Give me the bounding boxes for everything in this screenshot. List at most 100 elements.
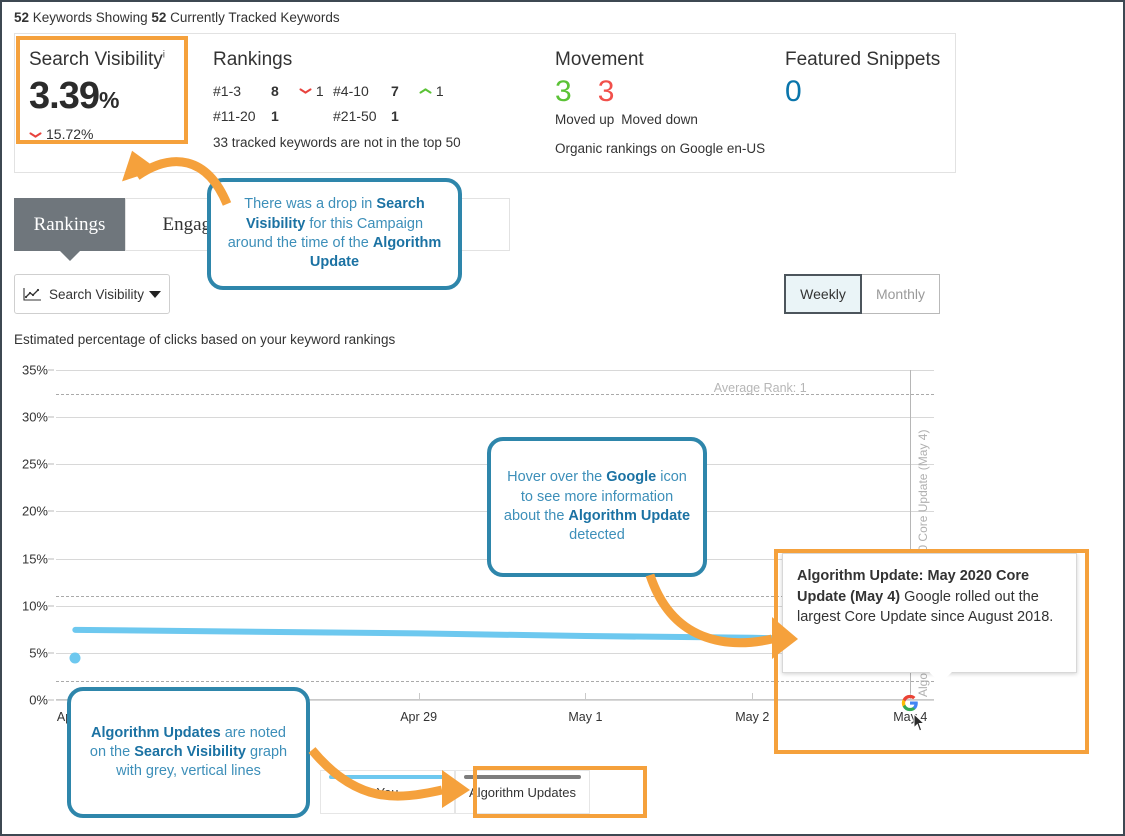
callout-text: There was a drop in bbox=[244, 196, 377, 213]
google-icon[interactable] bbox=[902, 695, 919, 712]
y-tick bbox=[48, 463, 54, 465]
gridline bbox=[56, 652, 934, 654]
y-tick bbox=[48, 369, 54, 371]
y-axis-label: 5% bbox=[29, 645, 48, 661]
active-tab-caret-icon bbox=[58, 250, 81, 261]
callout-text-bold: Algorithm Update bbox=[568, 508, 691, 524]
interval-toggle: Weekly Monthly bbox=[784, 274, 940, 314]
x-tick bbox=[752, 693, 754, 700]
moved-down-label: Moved down bbox=[621, 112, 698, 127]
callout-search-visibility-drop: There was a drop in Search Visibility fo… bbox=[207, 178, 462, 290]
callout-hover-google-icon: Hover over the Google icon to see more i… bbox=[487, 437, 707, 577]
chart-caption: Estimated percentage of clicks based on … bbox=[14, 332, 396, 347]
legend-label-you: You bbox=[376, 784, 399, 800]
x-tick bbox=[418, 693, 420, 700]
legend-item-algorithm-updates[interactable]: Algorithm Updates bbox=[455, 770, 590, 814]
gridline bbox=[56, 417, 934, 419]
table-row: #11-20 1 #21-50 1 bbox=[213, 103, 453, 128]
tab-rankings[interactable]: Rankings bbox=[14, 198, 125, 261]
y-axis-label: 35% bbox=[21, 362, 48, 378]
legend-item-you[interactable]: You bbox=[320, 770, 455, 814]
y-axis-label: 10% bbox=[21, 598, 48, 614]
rankings-card: Rankings #1-3 8 1 #4-10 7 1 #11-20 1 #21… bbox=[201, 34, 543, 150]
rank-bucket-label: #21-50 bbox=[333, 107, 377, 124]
chevron-down-icon bbox=[149, 290, 161, 298]
legend-label-algorithm-updates: Algorithm Updates bbox=[469, 784, 576, 800]
callout-algorithm-updates-lines: Algorithm Updates are noted on the Searc… bbox=[67, 687, 310, 818]
y-tick bbox=[48, 416, 54, 418]
mouse-cursor-icon bbox=[913, 713, 926, 732]
series-start-point bbox=[69, 652, 81, 664]
y-axis-label: 30% bbox=[21, 409, 48, 425]
summary-panel: Search Visibilityi 3.39% 15.72% Rankings… bbox=[14, 33, 956, 173]
y-axis-label: 15% bbox=[21, 551, 48, 567]
y-tick bbox=[48, 605, 54, 607]
rank-bucket-change bbox=[299, 103, 333, 128]
search-visibility-unit: % bbox=[98, 87, 119, 113]
x-axis-label: Apr 29 bbox=[400, 710, 438, 724]
featured-snippets-title: Featured Snippets bbox=[785, 49, 941, 70]
rank-bucket-label: #4-10 bbox=[333, 82, 369, 99]
featured-snippets-card: Featured Snippets 0 bbox=[771, 34, 985, 107]
search-visibility-value: 3.39% bbox=[29, 77, 199, 115]
algorithm-update-tooltip: Algorithm Update: May 2020 Core Update (… bbox=[782, 553, 1077, 683]
rank-bucket-count: 1 bbox=[391, 107, 399, 124]
rank-bucket-count: 7 bbox=[391, 82, 399, 99]
y-tick bbox=[48, 510, 54, 512]
rank-change-value: 1 bbox=[315, 82, 324, 99]
rank-bucket-label: #11-20 bbox=[213, 107, 256, 124]
weekly-button[interactable]: Weekly bbox=[784, 274, 862, 314]
keyword-count: 52 bbox=[14, 10, 30, 25]
reference-line-dashed bbox=[56, 680, 934, 682]
featured-snippets-value: 0 bbox=[785, 75, 802, 108]
chevron-up-icon bbox=[419, 87, 432, 96]
search-visibility-delta-value: 15.72% bbox=[46, 126, 94, 142]
callout-text: graph with grey, vertical lines bbox=[116, 743, 288, 780]
callout-text-bold: Algorithm Update bbox=[309, 235, 442, 271]
x-tick bbox=[585, 693, 587, 700]
search-visibility-title: Search Visibilityi bbox=[29, 50, 199, 69]
rankings-title: Rankings bbox=[213, 49, 293, 70]
callout-text: for this Campaign around the time of the bbox=[227, 215, 424, 251]
showing-count: 52 bbox=[151, 10, 167, 25]
moved-up-value: 3 bbox=[555, 75, 572, 108]
rankings-table: #1-3 8 1 #4-10 7 1 #11-20 1 #21-50 1 bbox=[213, 78, 453, 128]
rank-bucket-label: #1-3 bbox=[213, 82, 242, 99]
legend-swatch-algorithm-updates bbox=[464, 775, 581, 779]
callout-text: icon to see more information about the bbox=[503, 469, 687, 524]
rankings-note: 33 tracked keywords are not in the top 5… bbox=[213, 135, 461, 150]
gridline bbox=[56, 370, 934, 371]
legend-swatch-you bbox=[329, 775, 446, 779]
callout-text-bold: Google bbox=[606, 469, 657, 486]
y-tick bbox=[48, 558, 54, 560]
rank-bucket-change: 1 bbox=[299, 78, 333, 103]
moved-up-label: Moved up bbox=[555, 112, 615, 127]
table-row: #1-3 8 1 #4-10 7 1 bbox=[213, 78, 453, 103]
chevron-down-icon bbox=[299, 87, 312, 96]
search-visibility-delta: 15.72% bbox=[29, 126, 199, 142]
search-visibility-title-text: Search Visibility bbox=[29, 49, 163, 70]
y-tick bbox=[48, 652, 54, 654]
monthly-button[interactable]: Monthly bbox=[862, 274, 940, 314]
callout-text-bold: Search Visibility bbox=[134, 743, 246, 760]
rank-bucket-change bbox=[419, 103, 453, 128]
callout-text: detected bbox=[569, 527, 625, 544]
chevron-down-icon bbox=[29, 131, 42, 140]
y-tick bbox=[48, 699, 54, 701]
search-visibility-card: Search Visibilityi 3.39% 15.72% bbox=[15, 34, 199, 142]
x-axis bbox=[56, 699, 934, 700]
movement-labels: Moved up Moved down bbox=[555, 112, 795, 127]
moved-down-value: 3 bbox=[597, 75, 615, 108]
gridline bbox=[56, 700, 934, 701]
callout-text-bold: Algorithm Updates bbox=[90, 724, 221, 741]
gridline bbox=[56, 605, 934, 607]
metric-select[interactable]: Search Visibility bbox=[14, 274, 170, 314]
reference-line-dashed bbox=[56, 596, 934, 598]
info-icon[interactable]: i bbox=[162, 49, 165, 61]
rank-bucket-count: 8 bbox=[271, 82, 279, 99]
movement-source: Organic rankings on Google en-US bbox=[555, 141, 766, 156]
callout-text-bold: Search Visibility bbox=[245, 196, 425, 232]
